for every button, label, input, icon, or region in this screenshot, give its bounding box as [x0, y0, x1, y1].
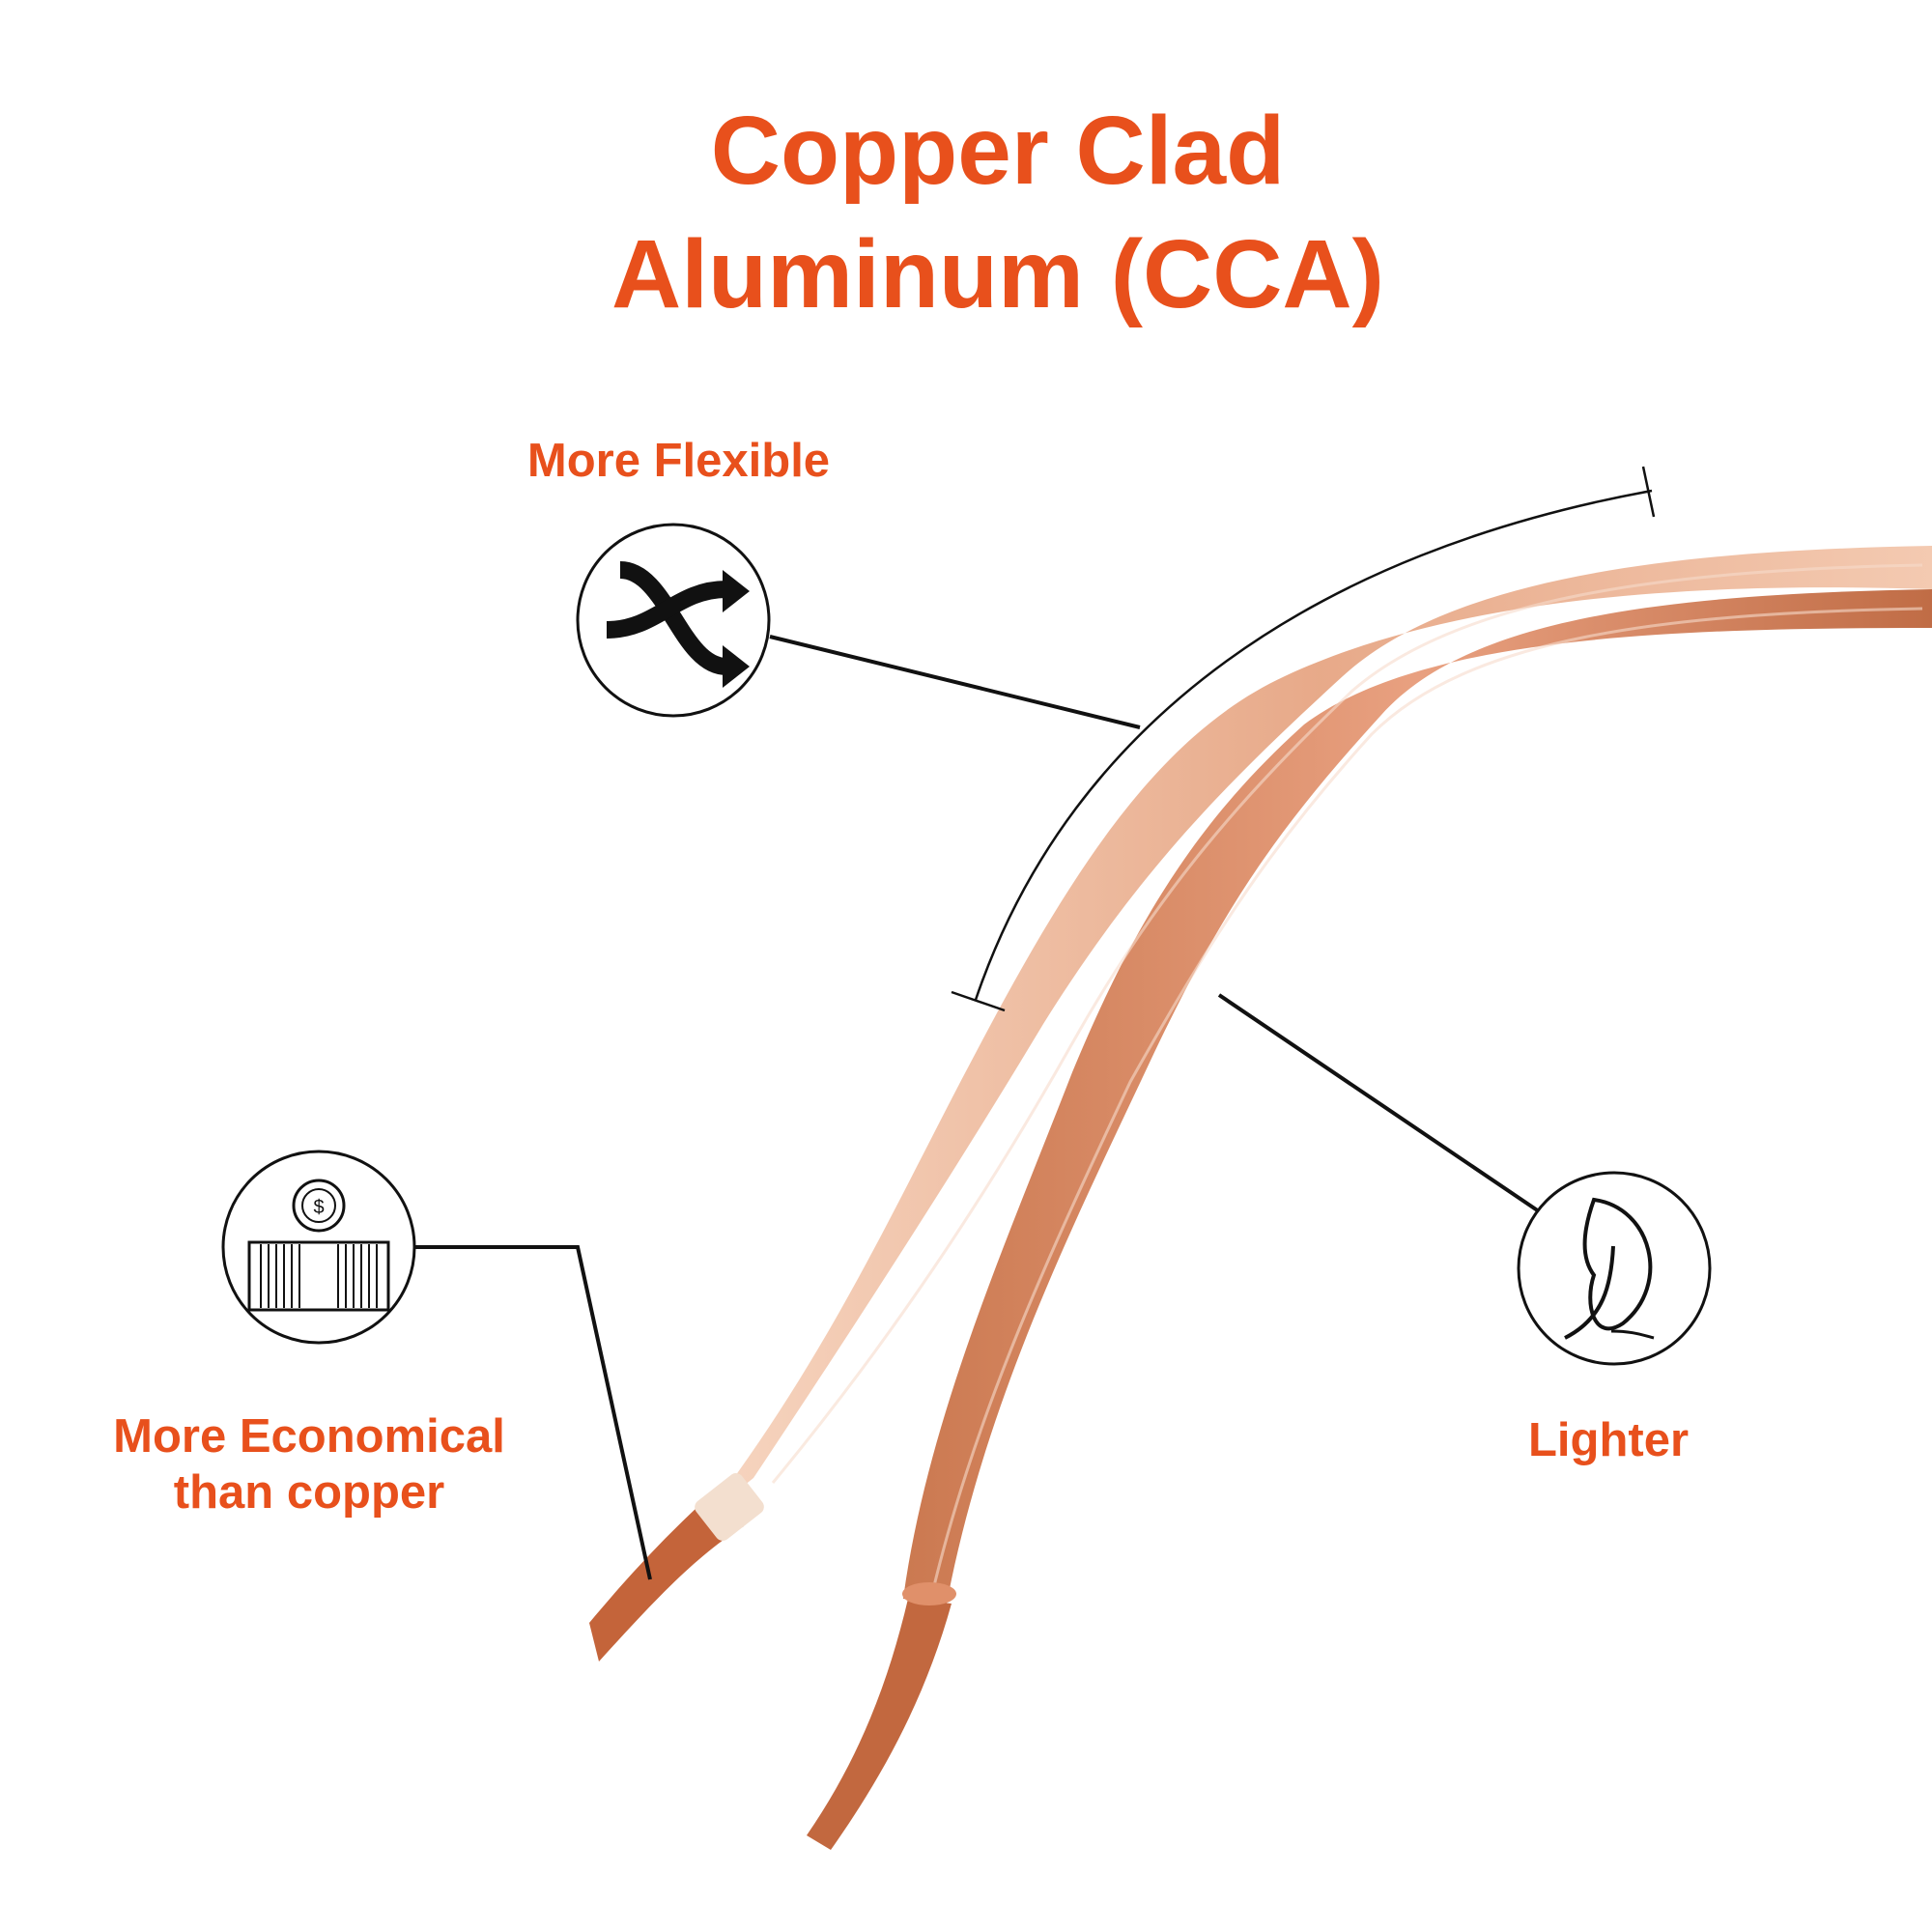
feature-label-lighter: Lighter	[1527, 1414, 1690, 1466]
coin-spool-icon: $	[221, 1150, 416, 1345]
flex-arc-cap-bottom	[951, 990, 1006, 1012]
feature-label-flexible: More Flexible	[526, 435, 831, 487]
lighter-connector	[1217, 993, 1541, 1213]
cable-left-tip	[589, 1495, 744, 1662]
feature-label-economical-line-2: than copper	[173, 1466, 445, 1519]
cable-jacket-right	[903, 589, 1932, 1604]
svg-text:$: $	[313, 1197, 324, 1218]
feature-label-economical: More Economical than copper	[77, 1408, 541, 1520]
title-line-2: Aluminum (CCA)	[611, 220, 1384, 328]
flexible-connector	[769, 635, 1141, 729]
cable-right-tip	[807, 1599, 952, 1850]
feature-label-economical-line-1: More Economical	[113, 1410, 505, 1463]
feather-icon	[1517, 1171, 1712, 1366]
shuffle-arrows-icon	[576, 523, 771, 718]
cable-strand-texture	[771, 563, 1923, 1595]
flex-arc	[974, 489, 1653, 1001]
cable-right-end	[902, 1582, 956, 1605]
cable-jacket-left	[705, 546, 1932, 1517]
page-title: Copper Clad Aluminum (CCA)	[0, 89, 1932, 336]
economical-connector	[414, 1245, 652, 1580]
flex-arc-cap-top	[1641, 466, 1656, 518]
cable-left-collar	[695, 1473, 764, 1541]
title-line-1: Copper Clad	[710, 97, 1286, 205]
